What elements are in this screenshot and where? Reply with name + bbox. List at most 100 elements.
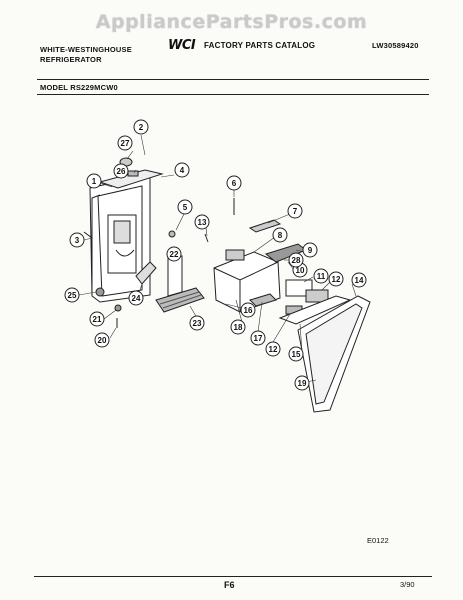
- callout-20: 19: [294, 375, 310, 391]
- dispenser-chute: [115, 249, 135, 257]
- leader-20: [109, 327, 117, 339]
- leader-8: [253, 236, 276, 253]
- callout-22: 21: [89, 311, 105, 327]
- leader-15: [299, 323, 303, 353]
- callout-bubble: [89, 311, 105, 327]
- callout-bubble: [133, 119, 149, 135]
- leader-12b: [272, 313, 291, 343]
- diagram-parts: [83, 157, 371, 413]
- dispenser-recess: [107, 214, 137, 274]
- callout-label: 22: [170, 250, 179, 259]
- callout-bubble: [230, 319, 246, 335]
- callout-bubble: [86, 173, 102, 189]
- switch-part-12: [305, 289, 329, 303]
- callout-6: 6: [226, 175, 242, 191]
- callout-12: 12: [328, 271, 344, 287]
- brand-name: WHITE-WESTINGHOUSE: [40, 45, 132, 54]
- callout-24: 23: [189, 315, 205, 331]
- callout-bubble: [288, 346, 304, 362]
- pin-part-13: [204, 233, 209, 243]
- callout-bubble: [177, 199, 193, 215]
- callout-bubble: [294, 375, 310, 391]
- callout-23: 22: [166, 246, 182, 262]
- leader-9: [295, 249, 305, 253]
- callout-bubble: [265, 341, 281, 357]
- callout-bubble: [351, 272, 367, 288]
- callout-label: 11: [317, 272, 326, 281]
- callout-label: 18: [234, 323, 243, 332]
- callout-bubble: [250, 330, 266, 346]
- figure-code: E0122: [367, 536, 389, 545]
- leader-27: [126, 150, 134, 160]
- callout-label: 16: [244, 306, 253, 315]
- leader-1: [99, 182, 113, 188]
- callout-15: 14: [351, 272, 367, 288]
- callout-3: 3: [69, 232, 85, 248]
- callout-label: 20: [98, 336, 107, 345]
- leader-13: [205, 227, 208, 237]
- catalog-title: FACTORY PARTS CATALOG: [204, 41, 316, 50]
- actuator-lever-part: [135, 261, 157, 285]
- callout-label: 2: [139, 123, 144, 132]
- callout-label: 3: [75, 236, 80, 245]
- callout-bubble: [288, 252, 304, 268]
- callout-28: 27: [117, 135, 133, 151]
- callout-bubble: [240, 302, 256, 318]
- callout-bubble: [64, 287, 80, 303]
- callout-label: 25: [68, 291, 77, 300]
- callout-bubble: [226, 175, 242, 191]
- leader-12a: [321, 281, 331, 291]
- screw-part-25: [95, 287, 105, 297]
- callout-14: 13: [194, 214, 210, 230]
- product-type: REFRIGERATOR: [40, 55, 102, 64]
- callout-bubble: [272, 227, 288, 243]
- leader-11: [303, 276, 314, 283]
- watermark: AppliancePartsPros.com: [95, 11, 368, 33]
- callout-label: 9: [308, 246, 313, 255]
- callout-bubble: [94, 332, 110, 348]
- callout-bubble: [69, 232, 85, 248]
- callout-4: 4: [174, 162, 190, 178]
- callout-5: 5: [177, 199, 193, 215]
- page-number: F6: [224, 580, 235, 590]
- revision-date: 3/90: [400, 580, 415, 589]
- callout-label: 19: [298, 379, 307, 388]
- callout-label: 8: [278, 231, 283, 240]
- callout-label: 5: [183, 203, 188, 212]
- callout-label: 10: [296, 266, 305, 275]
- callout-label: 7: [293, 207, 298, 216]
- callout-label: 1: [92, 177, 97, 186]
- callout-bubble: [194, 214, 210, 230]
- callout-label: 27: [121, 139, 130, 148]
- leader-4: [160, 174, 175, 178]
- callout-label: 23: [193, 319, 202, 328]
- dispenser-opening: [113, 220, 131, 244]
- callout-2: 2: [133, 119, 149, 135]
- bracket-part-22: [167, 255, 183, 297]
- callout-13: 12: [265, 341, 281, 357]
- leader-5: [175, 211, 186, 231]
- callout-label: 28: [292, 256, 301, 265]
- callout-label: 26: [117, 167, 126, 176]
- callout-label: 4: [180, 166, 185, 175]
- callout-bubble: [287, 203, 303, 219]
- callout-label: 24: [132, 294, 141, 303]
- callout-bubble: [174, 162, 190, 178]
- door-liner-inner: [97, 185, 143, 297]
- module-top-part: [225, 249, 245, 261]
- switch-bracket-part: [127, 170, 139, 177]
- grille-line: [162, 294, 202, 309]
- callout-11: 11: [313, 268, 329, 284]
- callout-bubble: [302, 242, 318, 258]
- callout-17: 16: [240, 302, 256, 318]
- callout-bubble: [113, 163, 129, 179]
- leader-7: [267, 213, 291, 224]
- model-number: MODEL RS229MCW0: [40, 83, 118, 92]
- clip-part-17: [249, 293, 277, 307]
- callout-label: 12: [269, 345, 278, 354]
- callout-18: 17: [250, 330, 266, 346]
- callout-26: 25: [64, 287, 80, 303]
- header-rule-top: [37, 79, 429, 80]
- screw-part-5: [168, 230, 176, 238]
